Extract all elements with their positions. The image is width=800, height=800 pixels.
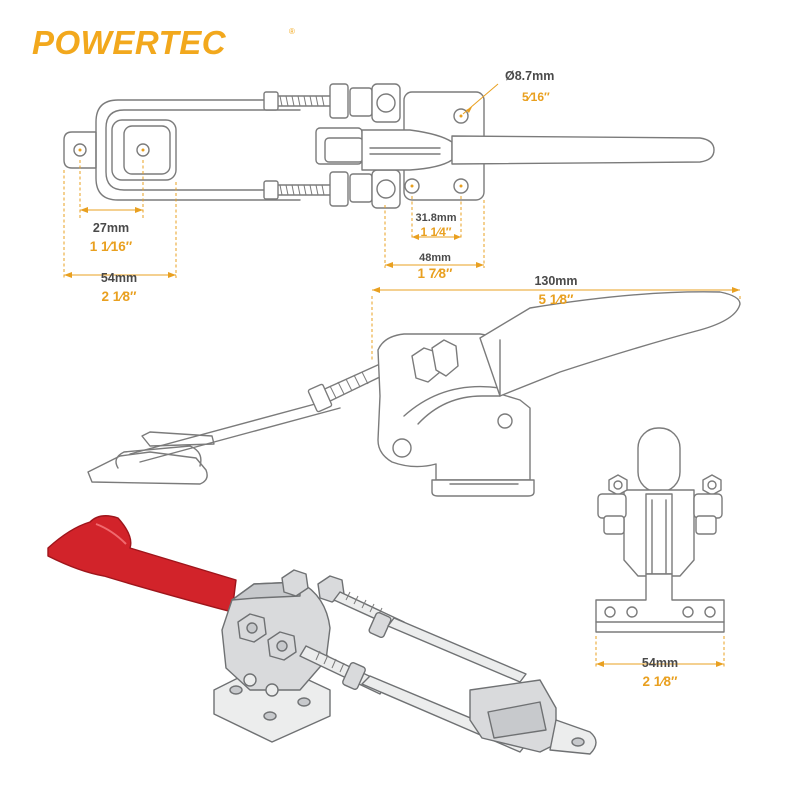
logo-text: POWERTEC [32, 24, 227, 61]
overall-height-inch-label: 5 1⁄8″ [539, 292, 575, 307]
top-handle [451, 135, 715, 165]
hook-holes-mm-label: 27mm [93, 221, 129, 235]
end-view-drawing [595, 427, 725, 668]
diameter-mm-label: Ø8.7mm [505, 69, 554, 83]
side-hook [87, 451, 208, 485]
u-hook [95, 99, 301, 201]
hook-width-inch-label: 2 1⁄8″ [102, 289, 138, 304]
end-width-inch-label: 2 1⁄8″ [643, 674, 679, 689]
threaded-rod-bottom [279, 184, 325, 196]
side-handle [479, 291, 741, 397]
hook-width-mm-label: 54mm [101, 271, 137, 285]
registered-mark: ® [289, 27, 295, 36]
top-view-drawing [63, 83, 715, 278]
base-width-mm-label: 48mm [419, 252, 451, 264]
clamp-3d-render [47, 515, 597, 755]
overall-height-mm-label: 130mm [534, 274, 577, 288]
red-handle [47, 515, 237, 613]
hook-holes-inch-label: 1 1⁄16″ [90, 239, 133, 254]
side-view-drawing [87, 287, 741, 497]
side-base-plate [431, 479, 535, 497]
base-width-inch-label: 1 7⁄8″ [418, 266, 454, 281]
end-handle [637, 427, 681, 493]
base-holes-mm-label: 31.8mm [416, 212, 457, 224]
diameter-inch-label: 5⁄16″ [522, 90, 550, 104]
powertec-logo: POWERTEC ® [32, 24, 295, 61]
base-holes-inch-label: 1 1⁄4″ [420, 225, 451, 239]
threaded-rod-top [279, 95, 325, 107]
end-width-mm-label: 54mm [642, 656, 678, 670]
end-base-plate [595, 573, 725, 633]
